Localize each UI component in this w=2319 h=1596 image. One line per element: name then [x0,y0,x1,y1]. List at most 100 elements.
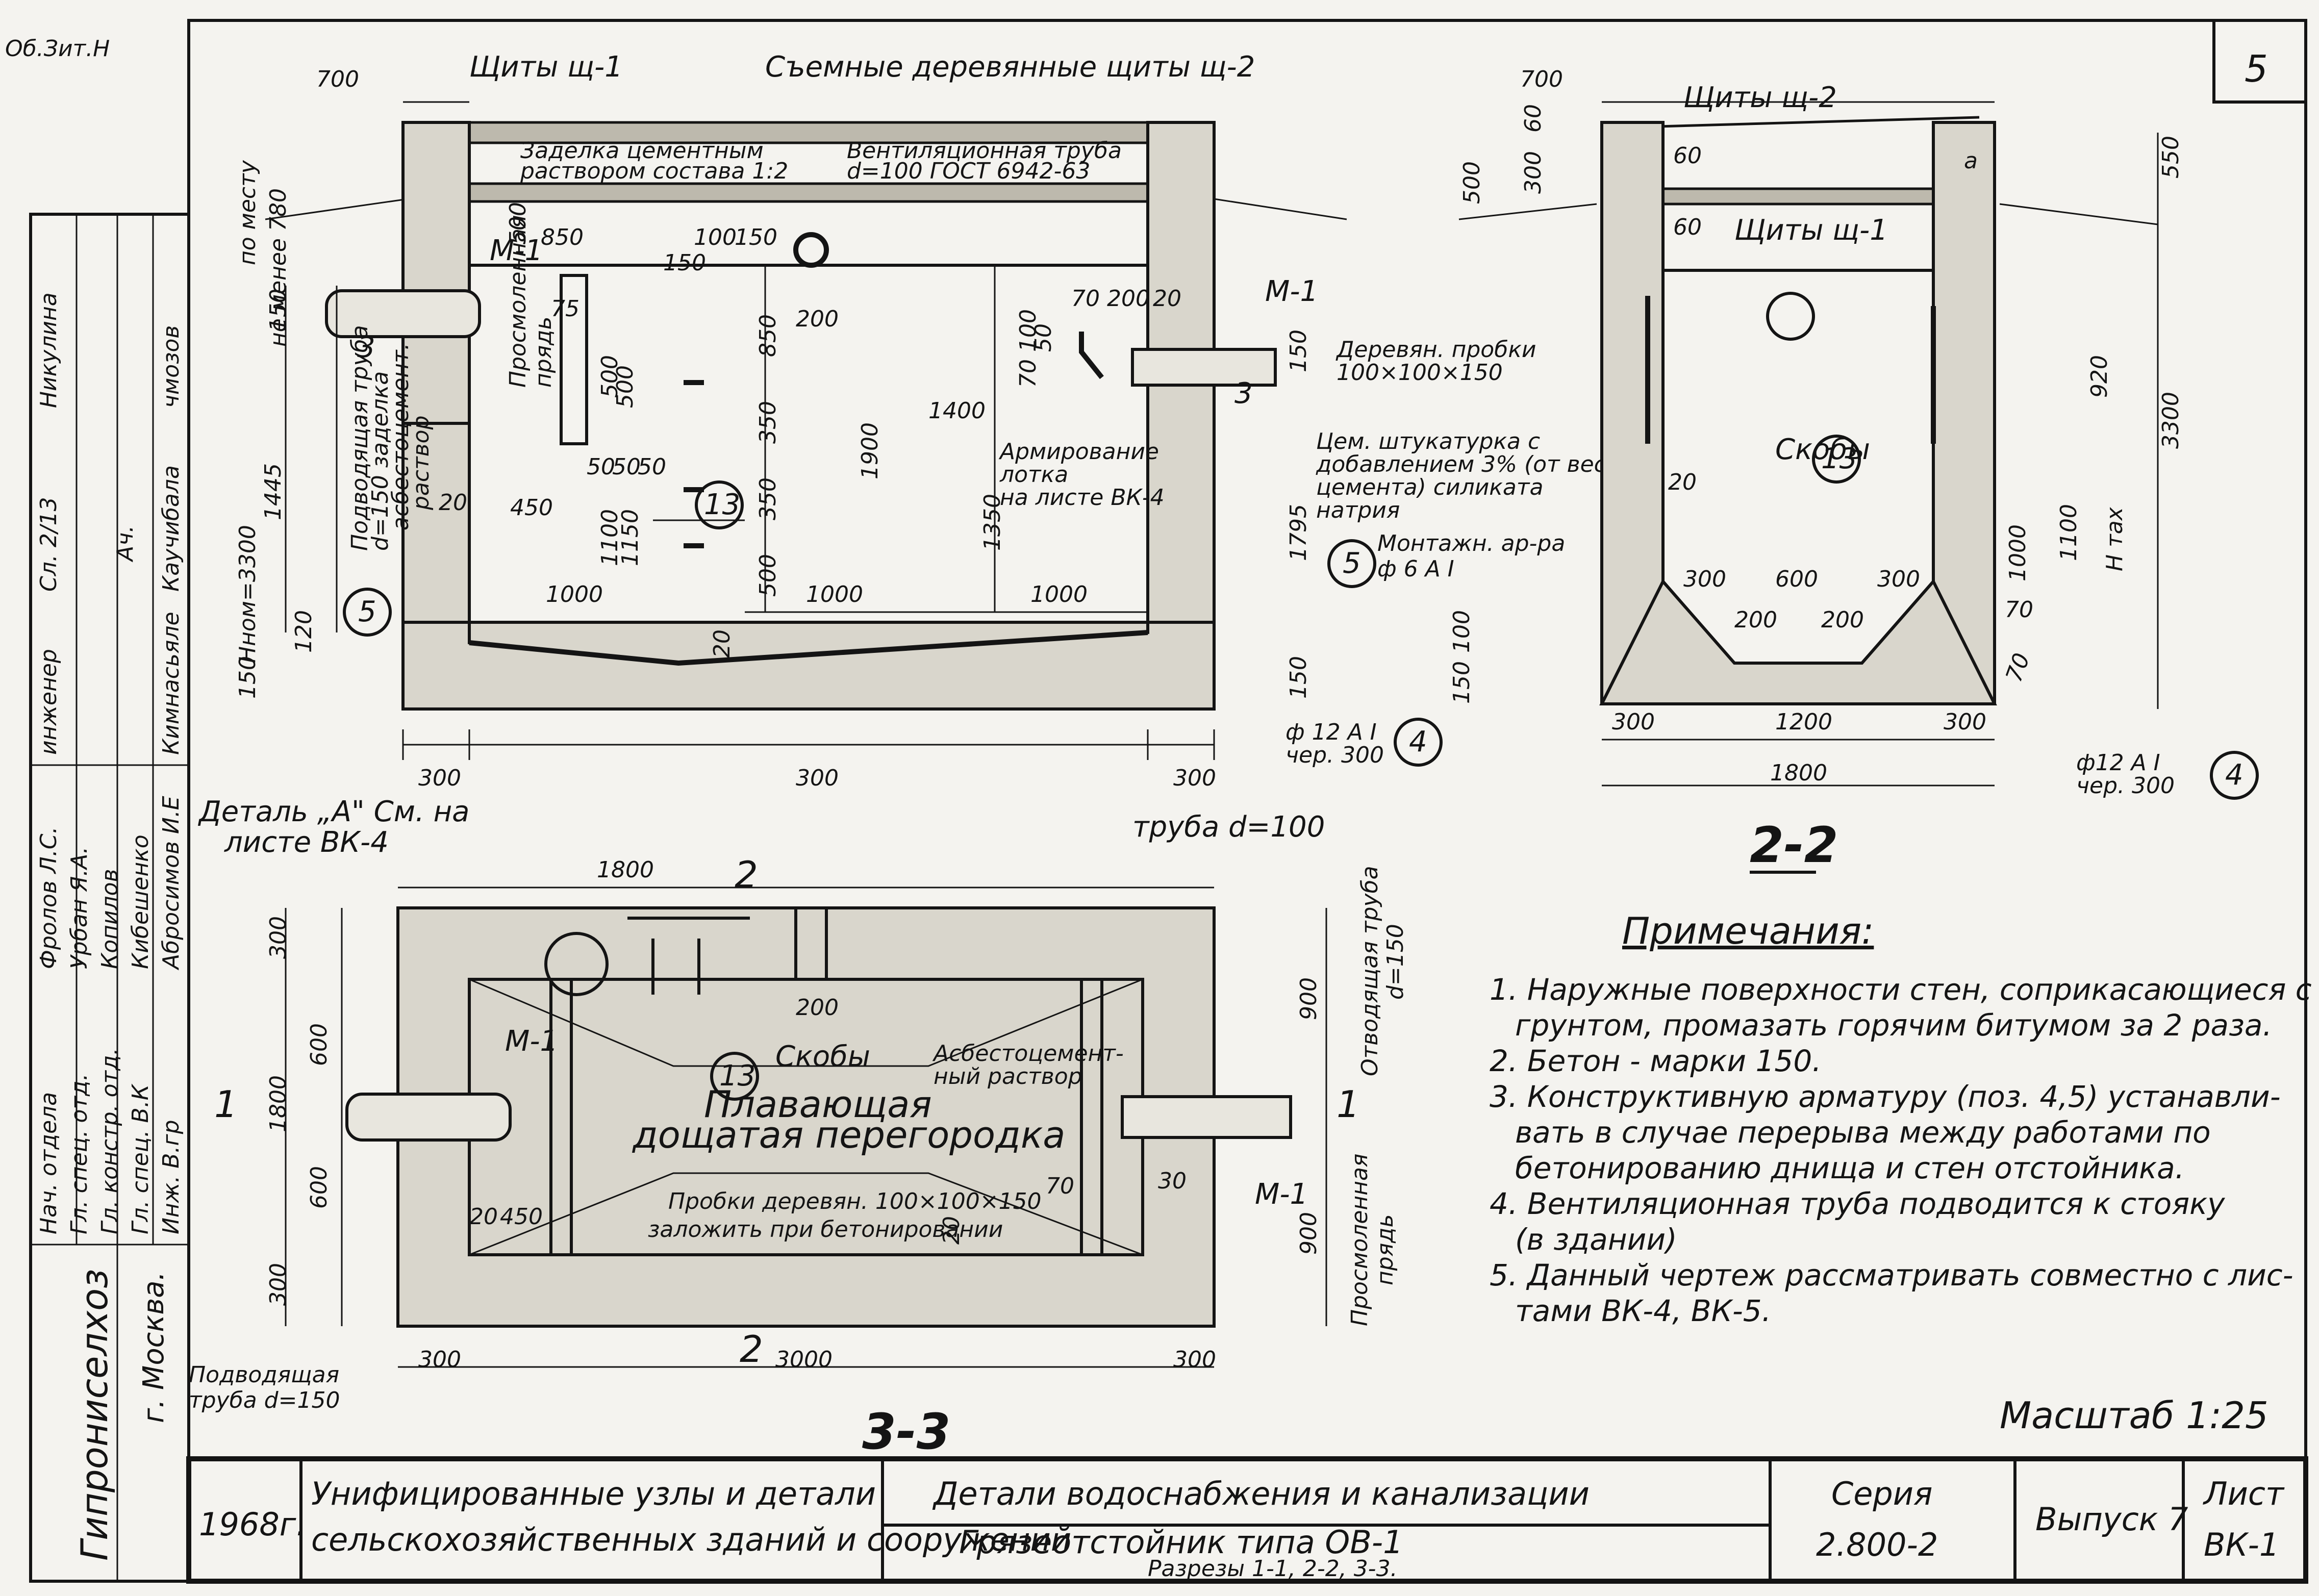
label-float: Плавающая [704,1083,932,1126]
note-line-5: вать в случае перерыва между работами по [1515,1115,2211,1150]
label-m1-left: М-1 [490,234,543,267]
dim2-22: 1200 [1775,709,1832,735]
side-role-2: Гл. спец. отд. [66,1073,92,1234]
label-in-pipe-2: d=150 заделка [367,371,393,551]
callout-13-s2-text: 13 [1821,442,1857,475]
label-2-shields-2: Щиты щ-2 [1683,81,1837,114]
label-detail-a: Деталь „А" См. на [197,795,470,828]
label-3-in-pipe-2: труба d=150 [189,1387,340,1413]
dim3-3: 600 [306,1023,332,1066]
label-2-rungs: Скобы [1775,433,1870,466]
side-extra-5: Каучибала [158,465,184,592]
side-role-1: Нач. отдела [36,1092,62,1234]
side-stamp-grid [31,214,189,1581]
label-armor: Армирование [998,439,1159,465]
dim2-10: 1100 [2056,504,2082,561]
side-city: г. Москва. [137,1272,170,1423]
callout-13-s1-text: 13 [704,488,740,521]
label-cut-1-right: 1 [1337,1083,1360,1126]
dim2-16: 200 [1734,607,1777,633]
dim-6: 70 [1071,286,1100,312]
callout-4-s2-text: 4 [2225,758,2244,792]
ground-line-right [1214,198,1347,220]
note-line-10: тами ВК-4, ВК-5. [1515,1294,1771,1328]
dim2-9: 3300 [2158,392,2184,449]
dim-20: 1000 [1030,581,1088,607]
plan-outer [396,906,1216,1328]
title-block-dividers [299,1459,2185,1581]
label-2-rebar: ф12 А I [2076,750,2160,776]
label-tarred-strand-2: прядь [531,316,557,388]
note-line-2: грунтом, промазать горячим битумом за 2 … [1515,1008,2272,1043]
inlet-pipe [325,289,481,338]
dim3-14: 900 [1296,1212,1322,1255]
dim-21: 20 [709,629,735,658]
side-name-5: Абросимов И.Е [158,796,184,971]
dim-27: 50 [587,454,615,480]
dim-36: 120 [291,610,317,653]
side-extra-4: чмозов [158,325,184,408]
dim3-5: 600 [306,1166,332,1209]
side-extra-3: Ач. [112,525,138,563]
label-vent-pipe: Вентиляционная труба [847,138,1122,164]
dim3-7: 200 [796,995,839,1021]
label-sealing: Заделка цементным [520,138,764,164]
dim2-24: 1800 [1770,760,1827,786]
section-1-1: Щиты щ-1 Съемные деревянные щиты щ-2 Зад… [235,50,1620,791]
label-2-a: а [1964,148,1978,174]
side-stamp: Гипрониселхоз г. Москва. Нач. отдела Гл.… [29,213,190,1583]
label-rebar-2: чер. 300 [1285,742,1384,768]
dimension-lines-2 [285,265,1148,632]
dim2-18: 70 [2005,597,2033,623]
dim3-8: 20 [469,1204,498,1230]
dim-8: 20 [1153,286,1181,312]
dims-2-lines [1602,101,2159,787]
dim-2: 850 [541,224,584,250]
label-wood-plugs: Деревян. пробки [1335,337,1536,363]
tb-series-value: 2.800-2 [1816,1526,1938,1563]
side-org: Гипрониселхоз [73,1269,116,1561]
label-plaster-3: цемента) силиката [1316,474,1543,500]
note-line-7: 4. Вентиляционная труба подводится к сто… [1490,1186,2225,1221]
dim3-2: 300 [265,916,291,959]
tb-sheet-label: Лист [2203,1475,2285,1512]
label-3-rungs: Скобы [775,1040,870,1073]
label-wood-plugs-2: 100×100×150 [1337,360,1503,386]
dim2-21: 300 [1612,709,1655,735]
chamber-2-interior [1661,269,1935,665]
dim2-8: 920 [2086,355,2112,398]
label-armor-3: на листе ВК-4 [1000,485,1165,511]
label-shields-1: Щиты щ-1 [469,50,623,84]
dim2-4: 500 [1459,161,1485,204]
dim3-15: 300 [418,1347,461,1373]
dim-35: 150 [1285,330,1312,372]
side-role-4: Гл. спец. В.К [128,1083,154,1234]
callout-13-s1 [695,480,744,529]
label-sealing-2: раствором состава 1:2 [520,158,788,184]
dim3-16: 3000 [775,1347,833,1373]
dim-11: 350 [755,401,781,444]
section-2-2: Щиты щ-2 Щиты щ-1 Скобы 13 4 ф12 А I чер… [1449,66,2259,874]
tb-doc-subtitle-2: Разрезы 1-1, 2-2, 3-3. [1148,1556,1398,1582]
dim2-15: 300 [1877,566,1920,592]
floor-slab [401,621,1216,711]
tb-sheet-value: ВК-1 [2204,1526,2279,1563]
dim2-20: 100 [1449,610,1475,653]
plan-baffle [1080,978,1103,1256]
label-ground: по месту [235,160,261,265]
baffle [1079,332,1104,379]
dim2-5: 60 [1673,143,1702,169]
dim-15: 1795 [1285,504,1312,561]
dim-28: 50 [612,454,641,480]
dim-19: 1000 [806,581,863,607]
side-extra-7: Сл. 2/13 [36,497,62,592]
side-stamp-frame [29,213,190,1583]
scale-label: Масштаб 1:25 [2000,1394,2268,1437]
lid-shields-2 [407,121,1175,144]
tb-doc-subtitle: Грязеотстойник типа ОВ-1 [959,1524,1403,1561]
note-line-8: (в здании) [1515,1222,1677,1257]
dim-14: 1350 [979,494,1005,551]
side-extra-2: Кимнасьяле [158,612,184,755]
top-left-stamp: Об.Зит.Н [5,36,110,62]
dim-13: 1400 [928,398,986,424]
